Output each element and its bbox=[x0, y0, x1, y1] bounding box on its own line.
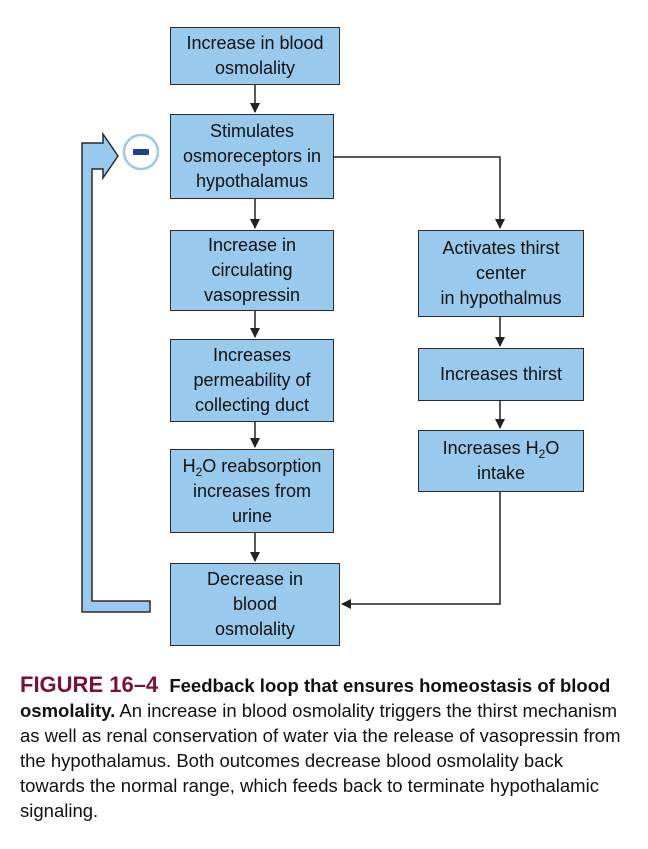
box-text: urine bbox=[231, 505, 272, 526]
box-text: blood bbox=[232, 594, 278, 614]
box-text: circulating bbox=[211, 260, 293, 280]
increases-h-text: Increases H bbox=[442, 438, 539, 458]
flow-connectors bbox=[81, 85, 505, 613]
box-text: osmolality bbox=[214, 619, 295, 639]
box-stimulates-osmoreceptors: Stimulates osmoreceptors in hypothalamus bbox=[170, 114, 334, 199]
box-increase-vasopressin: Increase in circulating vasopressin bbox=[170, 230, 334, 311]
box-h2o-reabsorption: H2O reabsorption increases from urine bbox=[170, 449, 334, 533]
box-text: Increases thirst bbox=[439, 364, 563, 384]
arrow-intake-to-decrease bbox=[341, 492, 501, 609]
box-text: Increase in bbox=[207, 235, 297, 255]
box-text: H2O reabsorption bbox=[183, 454, 322, 479]
box-text: permeability of bbox=[193, 370, 311, 390]
box-decrease-blood-osmolality: Decrease in blood osmolality bbox=[170, 563, 340, 646]
box-activates-thirst-center: Activates thirst center in hypothalmus bbox=[418, 230, 584, 317]
box-text: hypothalamus bbox=[195, 171, 309, 191]
arrow-stimulates-to-thirst-center bbox=[334, 156, 505, 229]
subscript-2: 2 bbox=[538, 447, 546, 461]
h-symbol: H bbox=[182, 455, 196, 476]
box-text: osmolality bbox=[214, 58, 296, 78]
figure-body: An increase in blood osmolality triggers… bbox=[20, 700, 621, 821]
box-text: in hypothalmus bbox=[440, 288, 562, 308]
box-text: Increases H2O bbox=[443, 436, 560, 461]
reabsorption-text: O reabsorption bbox=[202, 455, 322, 476]
box-text: Stimulates bbox=[209, 121, 295, 141]
subscript-2: 2 bbox=[195, 464, 203, 479]
negative-feedback-minus-icon bbox=[133, 149, 149, 155]
box-text: Activates thirst bbox=[442, 238, 560, 258]
box-increase-blood-osmolality: Increase in blood osmolality bbox=[170, 27, 340, 85]
box-text: Decrease in bbox=[206, 569, 304, 589]
box-increases-permeability: Increases permeability of collecting duc… bbox=[170, 339, 334, 422]
box-text: Increase in blood bbox=[186, 33, 324, 53]
box-text: intake bbox=[476, 463, 526, 483]
box-text: collecting duct bbox=[194, 395, 310, 415]
box-text: vasopressin bbox=[203, 285, 301, 305]
figure-number: FIGURE 16–4 bbox=[20, 672, 159, 697]
figure-title: Feedback loop that ensures homeostasis o… bbox=[20, 675, 611, 721]
figure-caption: FIGURE 16–4 Feedback loop that ensures h… bbox=[20, 672, 632, 823]
o-symbol: O bbox=[545, 438, 560, 458]
box-text: Increases bbox=[212, 345, 292, 365]
box-text: center bbox=[475, 263, 526, 283]
box-text: osmoreceptors in bbox=[182, 146, 322, 166]
box-increases-h2o-intake: Increases H2O intake bbox=[418, 430, 584, 492]
box-increases-thirst: Increases thirst bbox=[418, 348, 584, 401]
box-text: increases from bbox=[192, 480, 312, 501]
feedback-loop-arrow bbox=[81, 131, 151, 613]
